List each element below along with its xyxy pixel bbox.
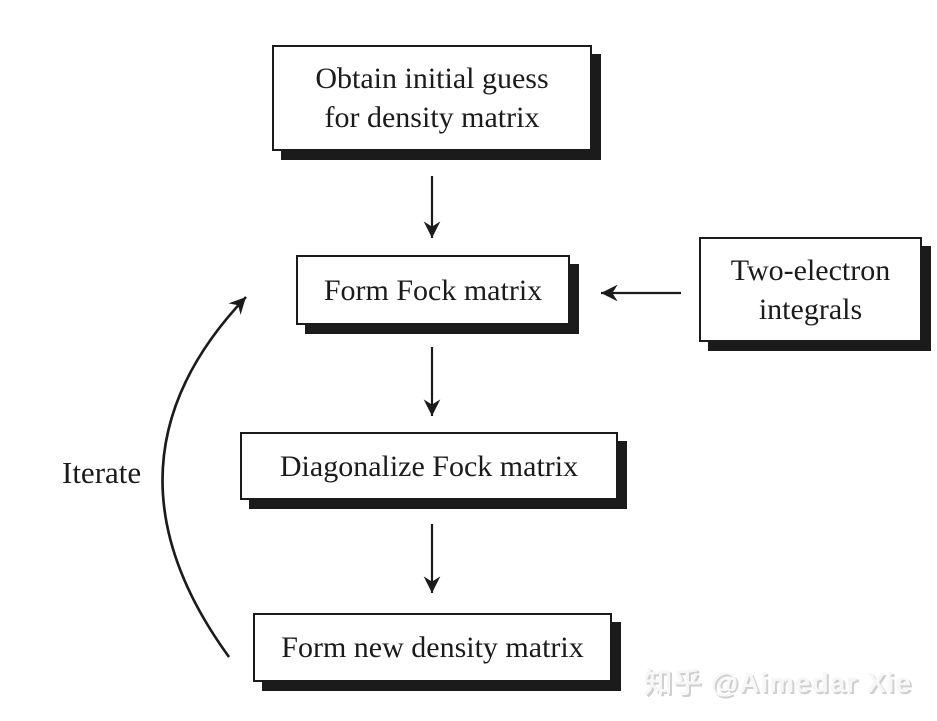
node-form-new-density-matrix: Form new density matrix [253, 613, 612, 682]
node-obtain-initial-guess: Obtain initial guess for density matrix [272, 45, 592, 151]
node-two-electron-integrals-line2: integrals [758, 292, 863, 326]
node-form-new-density-matrix-line1: Form new density matrix [281, 631, 584, 664]
watermark-text: 知乎 @Aimedar Xie [644, 667, 912, 698]
node-diagonalize-fock-matrix: Diagonalize Fock matrix [240, 432, 618, 500]
iterate-loop-arrow [161, 296, 247, 658]
node-form-fock-matrix-line1: Form Fock matrix [323, 273, 543, 307]
node-diagonalize-fock-matrix-line1: Diagonalize Fock matrix [279, 449, 579, 483]
node-obtain-initial-guess-line1: Obtain initial guess [315, 62, 549, 95]
node-two-electron-integrals: Two-electron integrals [699, 237, 922, 342]
node-form-fock-matrix: Form Fock matrix [296, 255, 570, 325]
node-obtain-initial-guess-line2: for density matrix [324, 101, 540, 134]
node-two-electron-integrals-line1: Two-electron [730, 253, 891, 287]
iterate-edge-label: Iterate [62, 455, 142, 490]
